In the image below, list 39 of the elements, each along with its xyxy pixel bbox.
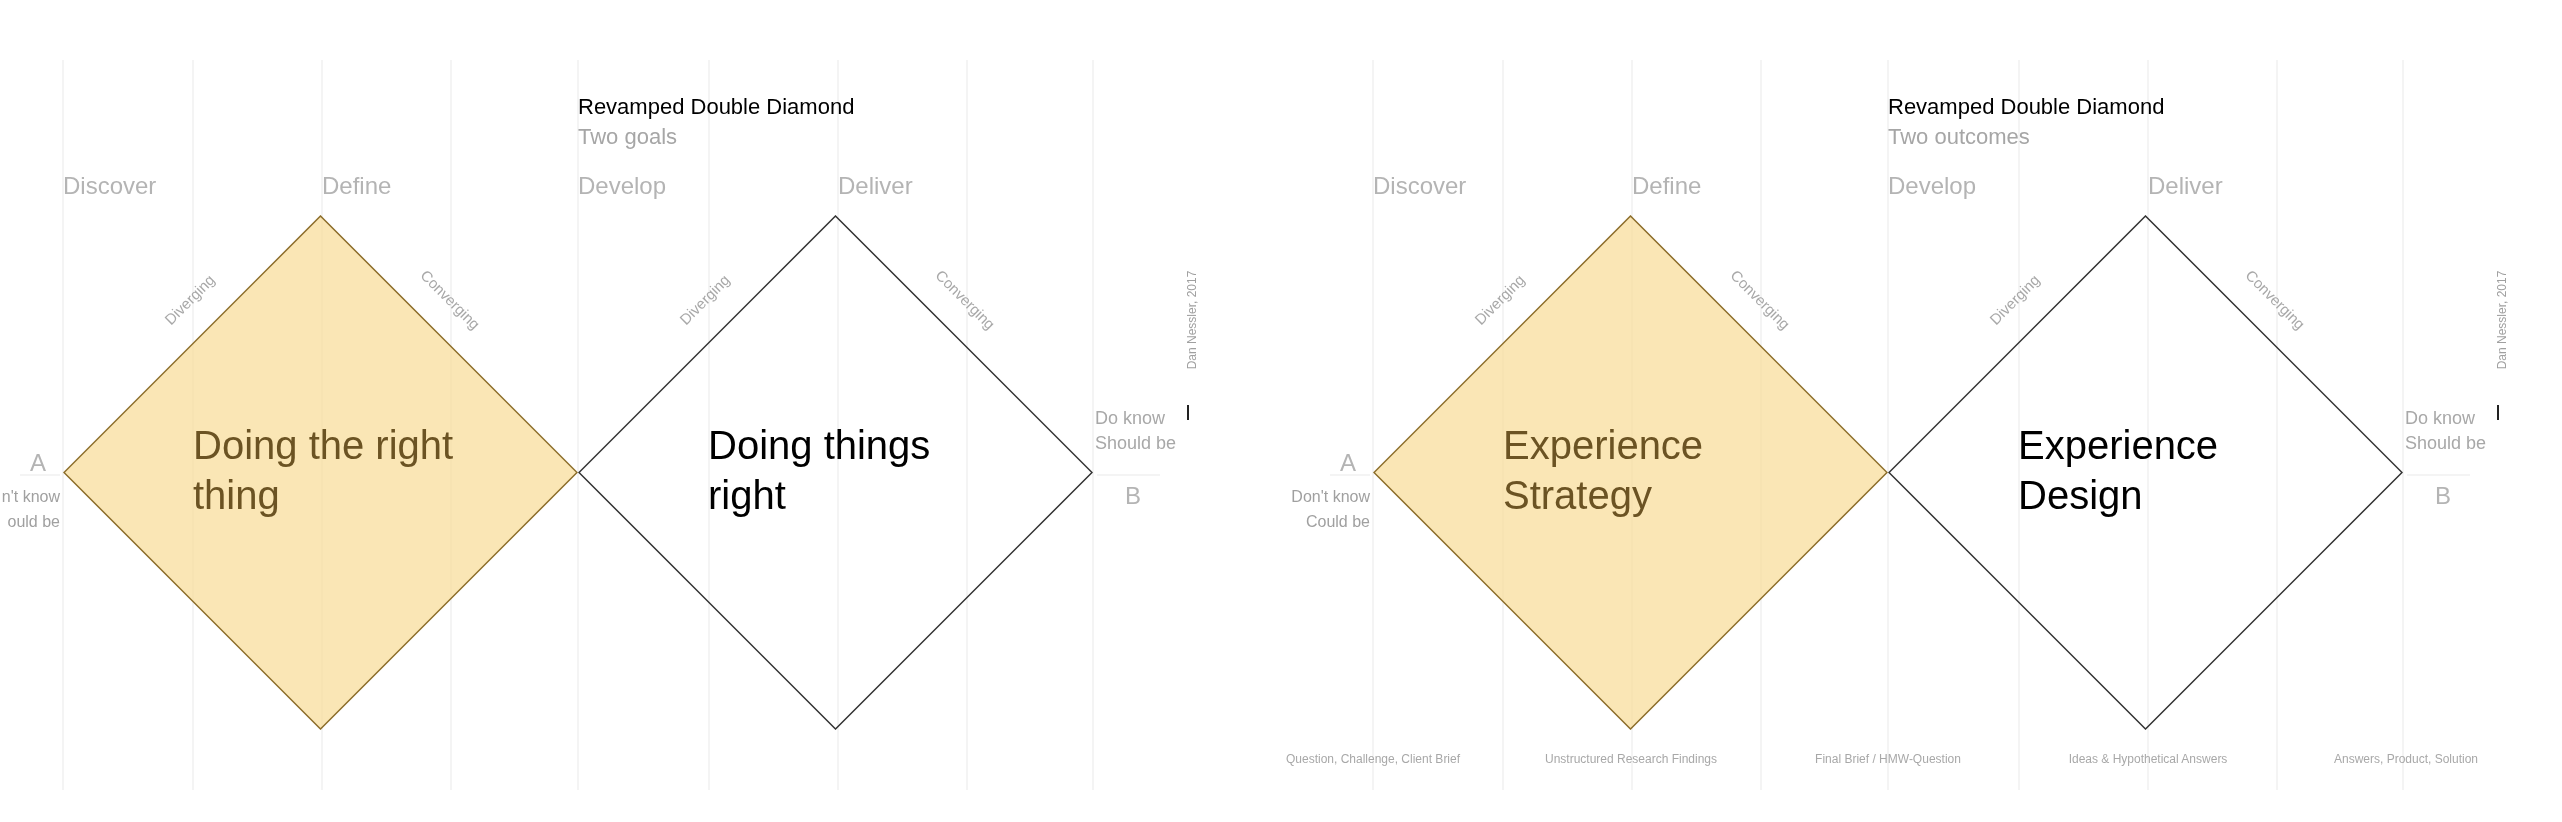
diamond-shape [63, 215, 578, 730]
diamond-text: Doing things right [708, 422, 932, 519]
credit-note: Dan Nessler, 2017 [1184, 270, 1200, 370]
phase-label: Discover [63, 171, 157, 201]
state-label: Don't know [1291, 487, 1370, 507]
point-label: B [1125, 481, 1141, 511]
state-label: Should be [2405, 432, 2487, 455]
panel-subheading: Two outcomes [1888, 123, 2030, 151]
phase-label: Discover [1373, 171, 1467, 201]
stage-output-label: Ideas & Hypothetical Answers [2068, 751, 2228, 768]
diamond-shape [1888, 215, 2403, 730]
panel-heading: Revamped Double Diamond [1888, 93, 2165, 121]
stage-output-label: Question, Challenge, Client Brief [1285, 751, 1461, 768]
panel-subheading: Two goals [578, 123, 678, 151]
phase-label: Develop [1888, 171, 1977, 201]
phase-label: Define [322, 171, 392, 201]
stage-output-label: Answers, Product, Solution [2333, 751, 2479, 768]
stage-output-label: Final Brief / HMW-Question [1815, 751, 1961, 768]
state-label: Should be [1095, 432, 1177, 455]
diamond-text: Experience Strategy [1503, 422, 1705, 519]
panel-heading: Revamped Double Diamond [578, 93, 855, 121]
state-label: ould be [7, 512, 60, 532]
phase-label: Deliver [2148, 171, 2223, 201]
state-label: Do know [2405, 407, 2476, 430]
stage-output-label: Unstructured Research Findings [1544, 751, 1718, 768]
diamond-text: Doing the right thing [193, 422, 455, 519]
state-label: Could be [1305, 512, 1370, 532]
phase-label: Define [1632, 171, 1702, 201]
credit-note: Dan Nessler, 2017 [2494, 270, 2510, 370]
phase-label: Deliver [838, 171, 913, 201]
diamond-shape [1373, 215, 1888, 730]
diamond-text: Experience Design [2018, 422, 2220, 519]
point-label: B [2435, 481, 2451, 511]
phase-label: Develop [578, 171, 667, 201]
point-label: A [1340, 448, 1356, 478]
diamond-shape [578, 215, 1093, 730]
state-label: Do know [1095, 407, 1166, 430]
point-label: A [30, 448, 46, 478]
state-label: n't know [1, 487, 60, 507]
